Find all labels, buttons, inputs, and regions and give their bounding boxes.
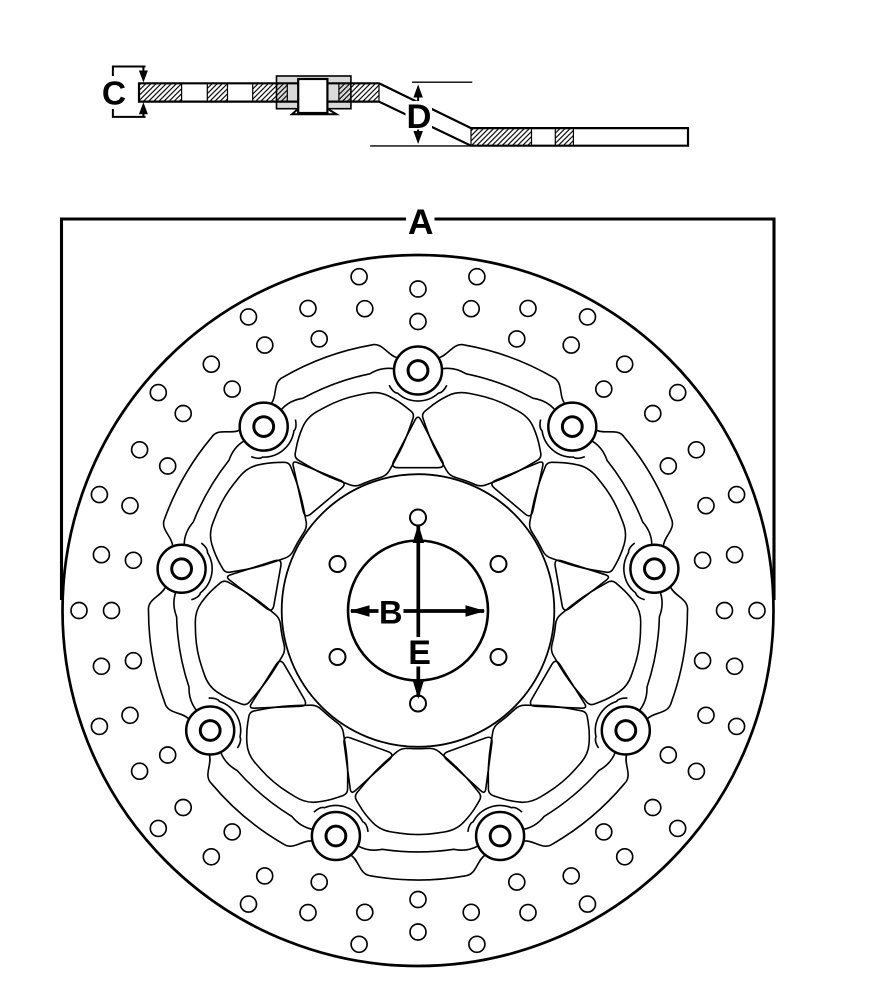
svg-text:C: C xyxy=(102,75,126,112)
svg-text:B: B xyxy=(379,595,402,631)
svg-text:D: D xyxy=(406,98,431,136)
svg-text:A: A xyxy=(408,202,434,242)
svg-text:E: E xyxy=(408,634,431,672)
